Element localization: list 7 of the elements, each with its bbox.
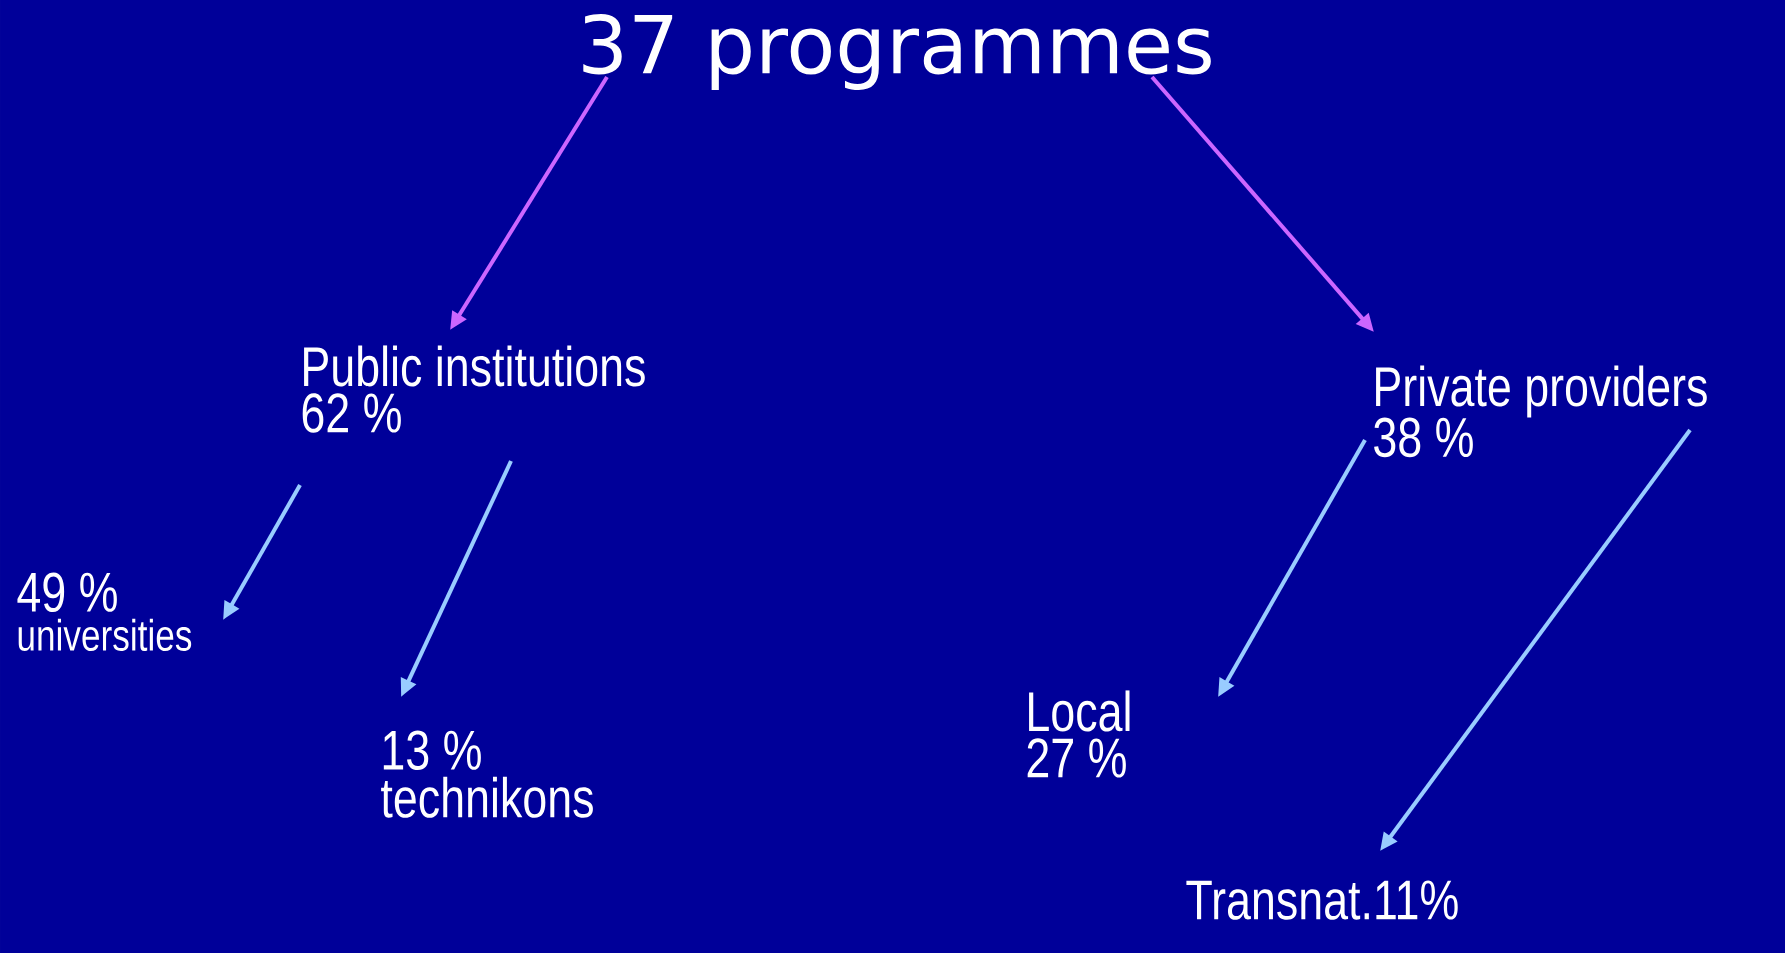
category-label: Private providers 38 % (1374, 365, 1707, 458)
category-label: Public institutions 62 % (302, 345, 645, 433)
category-label: Local 27 % (1027, 690, 1130, 778)
title-text: 37 programmes (583, 14, 1211, 90)
category-label: 49 % universities (17, 572, 192, 651)
category-label: 13 % technikons (381, 730, 593, 818)
category-label: Transnat.11% (1186, 880, 1458, 920)
